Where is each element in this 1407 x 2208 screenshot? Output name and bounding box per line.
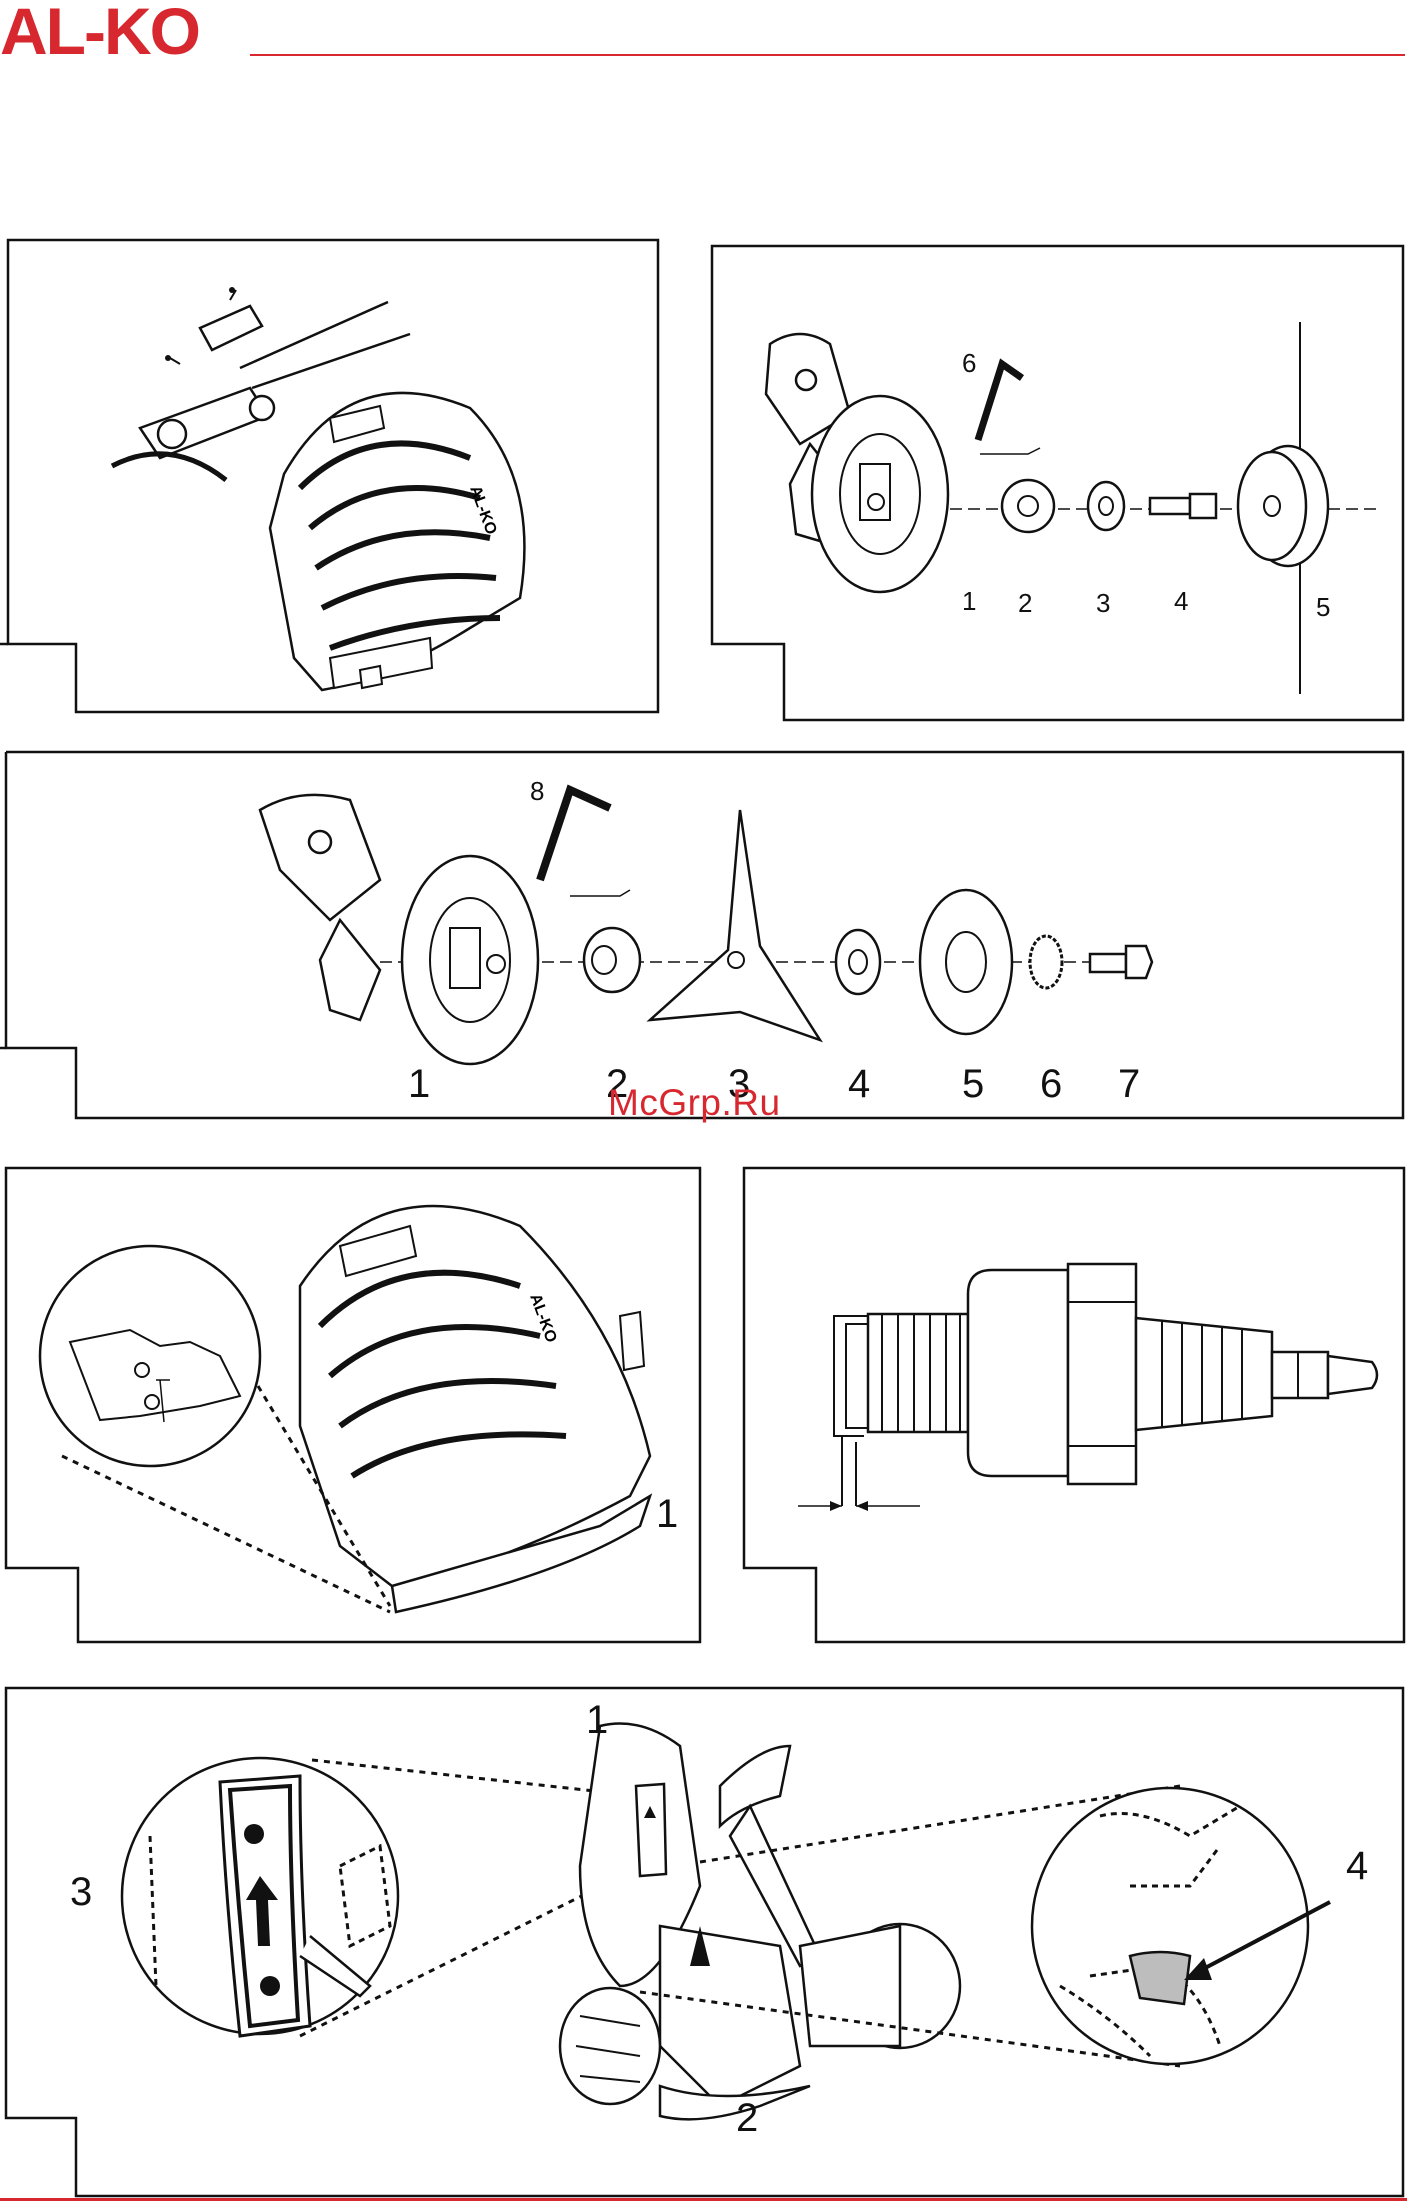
blade-icon <box>650 810 820 1040</box>
spool-label-5: 5 <box>1316 594 1330 620</box>
blade-label-5: 5 <box>962 1064 984 1104</box>
figure-spool-assembly: 1 2 3 4 5 6 <box>710 244 1405 722</box>
blade-assembly-drawing <box>0 750 1405 1120</box>
spool-assembly-drawing <box>710 244 1405 722</box>
figure-line-cutter: AL-KO 1 <box>0 1166 702 1646</box>
bearing-icon <box>1002 480 1054 532</box>
hex-key-icon <box>978 364 1022 440</box>
figure-blade-assembly: 1 2 3 4 5 6 7 8 <box>0 750 1405 1120</box>
blade-label-4: 4 <box>848 1064 870 1104</box>
line-cutter-drawing: AL-KO <box>0 1166 702 1646</box>
control-label-4: 4 <box>1346 1846 1368 1886</box>
spool-label-6: 6 <box>962 350 976 376</box>
figure-guard-mounting: AL-KO <box>0 238 662 718</box>
spool-label-4: 4 <box>1174 588 1188 614</box>
watermark: McGrp.Ru <box>608 1082 781 1124</box>
footer-rule <box>0 2198 1407 2201</box>
guard-mounting-drawing: AL-KO <box>0 238 662 718</box>
alko-logo: AL-KO <box>0 0 199 62</box>
control-label-1: 1 <box>586 1700 608 1740</box>
nut-icon <box>1090 946 1152 978</box>
spool-label-2: 2 <box>1018 590 1032 616</box>
blade-label-6: 6 <box>1040 1064 1062 1104</box>
blade-label-7: 7 <box>1118 1064 1140 1104</box>
guard-icon: AL-KO <box>270 393 524 690</box>
figure-start-controls: 1 2 3 4 <box>0 1686 1405 2198</box>
start-controls-drawing <box>0 1686 1405 2198</box>
control-label-2: 2 <box>736 2098 758 2138</box>
control-label-3: 3 <box>70 1872 92 1912</box>
spool-label-1: 1 <box>962 588 976 614</box>
spool-label-3: 3 <box>1096 590 1110 616</box>
figure-spark-plug <box>742 1166 1406 1644</box>
cutter-label-1: 1 <box>656 1494 678 1534</box>
spark-plug-drawing <box>742 1166 1406 1644</box>
header-rule <box>250 54 1405 56</box>
blade-label-1: 1 <box>408 1064 430 1104</box>
spark-plug-icon <box>834 1264 1377 1484</box>
blade-label-8: 8 <box>530 778 544 804</box>
